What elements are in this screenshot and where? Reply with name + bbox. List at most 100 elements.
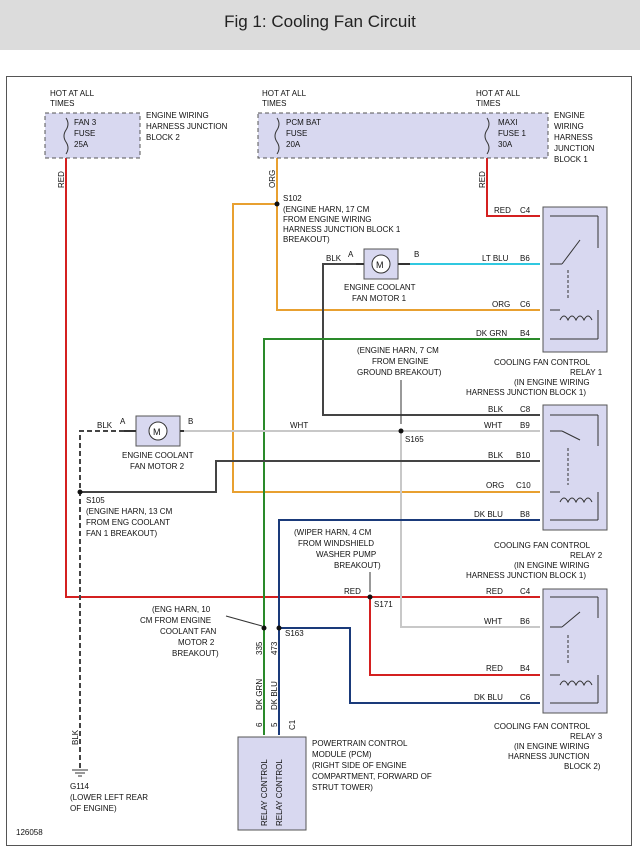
fuse-symbol (63, 117, 69, 155)
diagram-label: MAXI (498, 118, 518, 127)
diagram-label: C10 (516, 481, 531, 490)
wire-blk-ground (79, 430, 124, 768)
wire-label: RED (57, 171, 66, 188)
diagram-label: COOLING FAN CONTROL (494, 358, 591, 367)
figure-number: 126058 (16, 828, 43, 837)
diagram-label: COOLING FAN CONTROL (494, 722, 591, 731)
splice-label: S105 (86, 496, 105, 505)
diagram-label: (RIGHT SIDE OF ENGINE (312, 761, 407, 770)
wire-org-c10 (232, 203, 540, 493)
diagram-label: C6 (520, 300, 531, 309)
diagram-label: (ENGINE HARN, 7 CM (357, 346, 439, 355)
diagram-label: FAN MOTOR 2 (130, 462, 185, 471)
diagram-label: HOT AT ALL (50, 89, 95, 98)
diagram-label: DK BLU (474, 510, 503, 519)
wire-red-b4 (369, 597, 540, 676)
diagram-label: FAN 1 BREAKOUT) (86, 529, 157, 538)
diagram-label: TIMES (476, 99, 500, 108)
splice-dot (398, 428, 404, 434)
diagram-label: 25A (74, 140, 89, 149)
diagram-label: B6 (520, 617, 530, 626)
diagram-label: 335 (255, 641, 264, 655)
engine-coolant-fan-motor-2: M A B ENGINE COOLANT FAN MOTOR 2 (120, 415, 194, 471)
diagram-label: 473 (270, 641, 279, 655)
diagram-label: WIRING (554, 122, 584, 131)
diagram-label: (ENGINE HARN, 17 CM (283, 205, 370, 214)
diagram-label: TIMES (50, 99, 74, 108)
wire-dkgrn (263, 338, 540, 735)
diagram-label: (IN ENGINE WIRING (514, 561, 590, 570)
engine-coolant-fan-motor-1: M A B ENGINE COOLANT FAN MOTOR 1 (344, 248, 419, 303)
splice-dot (276, 625, 282, 631)
cooling-fan-control-relay-3 (542, 588, 608, 714)
diagram-label: B4 (520, 664, 530, 673)
diagram-label: (LOWER LEFT REAR (70, 793, 148, 802)
diagram-label: FROM WINDSHIELD (298, 539, 374, 548)
relay-1-internals (550, 215, 599, 340)
diagram-label: WHT (484, 421, 502, 430)
motor-icon: M (153, 427, 161, 437)
diagram-label: BLK (488, 451, 504, 460)
figure-title: Fig 1: Cooling Fan Circuit (224, 12, 416, 31)
wire-label: BLK (97, 421, 113, 430)
diagram-label: B8 (520, 510, 530, 519)
diagram-label: RED (486, 587, 503, 596)
splice-label: S102 (283, 194, 302, 203)
splice-dot (261, 625, 267, 631)
diagram-label: ENGINE COOLANT (122, 451, 194, 460)
diagram-frame (6, 76, 632, 846)
diagram-label: RELAY CONTROL (275, 759, 284, 826)
diagram-label: C4 (520, 587, 531, 596)
diagram-label: HARNESS JUNCTION (146, 122, 228, 131)
diagram-label: RED (486, 664, 503, 673)
wire-dkblu-b8 (278, 519, 540, 735)
diagram-label: COMPARTMENT, FORWARD OF (312, 772, 432, 781)
relay-2-internals (550, 414, 599, 521)
diagram-label: BREAKOUT) (172, 649, 219, 658)
fuse-symbol (484, 117, 490, 155)
diagram-label: FROM ENG COOLANT (86, 518, 170, 527)
wire-label: WHT (290, 421, 308, 430)
wire-org-c6 (276, 158, 540, 311)
diagram-label: (WIPER HARN, 4 CM (294, 528, 372, 537)
fuse-symbol (274, 117, 280, 155)
diagram-label: ENGINE WIRING (146, 111, 209, 120)
diagram-label: HOT AT ALL (262, 89, 307, 98)
diagram-label: 6 (255, 722, 264, 727)
diagram-label: ENGINE (554, 111, 585, 120)
splice-label: S163 (285, 629, 304, 638)
diagram-label: COOLING FAN CONTROL (494, 541, 591, 550)
diagram-label: C6 (520, 693, 531, 702)
diagram-label: MOTOR 2 (178, 638, 215, 647)
wire-label: ORG (268, 170, 277, 188)
diagram-label: FROM ENGINE (372, 357, 428, 366)
diagram-label: (IN ENGINE WIRING (514, 742, 590, 751)
diagram-label: TIMES (262, 99, 286, 108)
diagram-label: POWERTRAIN CONTROL (312, 739, 408, 748)
powertrain-control-module: RELAY CONTROL RELAY CONTROL (237, 736, 307, 831)
diagram-label: WHT (484, 617, 502, 626)
diagram-label: B (414, 250, 419, 259)
motor-icon: M (376, 260, 384, 270)
diagram-label: B9 (520, 421, 530, 430)
diagram-label: C1 (288, 719, 297, 730)
wire-label: RED (478, 171, 487, 188)
diagram-label: DK BLU (474, 693, 503, 702)
diagram-label: 5 (270, 722, 279, 727)
diagram-label: OF ENGINE) (70, 804, 117, 813)
splice-label: S171 (374, 600, 393, 609)
diagram-label: (ENG HARN, 10 (152, 605, 211, 614)
wire-blk-b10 (80, 460, 540, 493)
diagram-label: B10 (516, 451, 531, 460)
relay-3-internals (550, 596, 599, 704)
diagram-label: RELAY 2 (570, 551, 603, 560)
wire-label: BLK (326, 254, 342, 263)
diagram-label: HARNESS JUNCTION BLOCK 1) (466, 388, 586, 397)
diagram-label: 30A (498, 140, 513, 149)
cooling-fan-control-relay-2 (542, 404, 608, 531)
title-bar (0, 0, 640, 50)
diagram-label: ORG (492, 300, 510, 309)
splice-dot (274, 201, 280, 207)
diagram-label: FROM ENGINE WIRING (283, 215, 371, 224)
wire-red-maxi (486, 158, 540, 217)
